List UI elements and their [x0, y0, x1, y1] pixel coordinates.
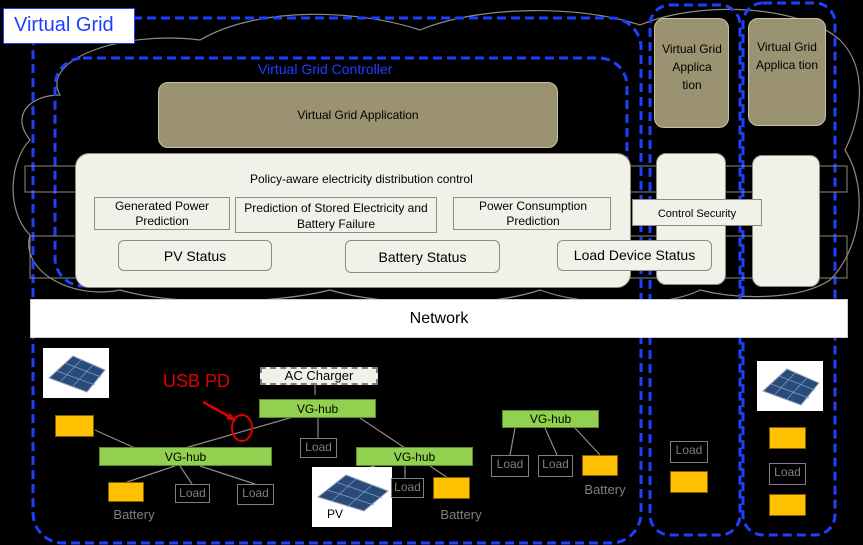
- vg-hub-top-label: VG-hub: [296, 402, 339, 416]
- pv-connector-right: [769, 427, 806, 449]
- side-panel-2: [752, 155, 820, 287]
- ac-charger-box: AC Charger: [260, 367, 378, 385]
- load-device-status-label: Load Device Status: [573, 247, 696, 263]
- vg-hub-left-label: VG-hub: [164, 450, 207, 464]
- usb-pd-label: USB PD: [163, 371, 231, 391]
- vg-hub-left: VG-hub: [99, 447, 272, 466]
- network-bar: Network: [30, 299, 848, 338]
- prediction-box-stored: Prediction of Stored Electricity and Bat…: [235, 197, 437, 233]
- load-left-2: Load: [237, 484, 274, 505]
- side-grid-boundary-2: [741, 1, 837, 537]
- pv-panel-left: [43, 348, 109, 398]
- title-text: Virtual Grid: [14, 14, 114, 36]
- pv-label: PV: [326, 507, 343, 521]
- side-app-box-2: Virtual Grid Applica tion: [748, 18, 826, 126]
- vg-application-box: Virtual Grid Application: [158, 82, 558, 148]
- pv-connector-left: [55, 415, 94, 437]
- battery-right: [582, 455, 618, 476]
- load-right-1: Load: [491, 455, 529, 477]
- solar-panel-icon: [762, 368, 820, 406]
- load-left-1: Load: [175, 484, 210, 503]
- vg-hub-right: VG-hub: [502, 410, 599, 428]
- pv-status-box: PV Status: [118, 240, 272, 271]
- load-device-side-1: [670, 471, 708, 493]
- controller-label: Virtual Grid Controller: [258, 61, 393, 77]
- battery-label-right: Battery: [584, 482, 626, 497]
- pv-status-label: PV Status: [163, 248, 227, 264]
- load-device-status-box: Load Device Status: [557, 240, 712, 271]
- battery-status-label: Battery Status: [378, 249, 467, 265]
- load-side-2: Load: [769, 463, 806, 485]
- vg-hub-middle-label: VG-hub: [393, 450, 436, 464]
- usb-pd-marker: [231, 414, 253, 442]
- battery-label-middle: Battery: [440, 507, 482, 522]
- virtual-grid-boundary: [31, 16, 643, 545]
- battery-label-left: Battery: [113, 507, 155, 522]
- policy-control-label: Policy-aware electricity distribution co…: [250, 172, 473, 186]
- battery-left: [108, 482, 144, 502]
- load-right-2: Load: [538, 455, 573, 477]
- control-security-box: Control Security: [632, 199, 762, 226]
- prediction-box-consumption: Power Consumption Prediction: [453, 197, 611, 230]
- prediction-label-generated: Generated Power Prediction: [114, 199, 210, 228]
- cloud-outline: [12, 8, 860, 304]
- prediction-label-stored: Prediction of Stored Electricity and Bat…: [244, 201, 428, 231]
- vg-hub-top: VG-hub: [259, 399, 376, 418]
- battery-status-box: Battery Status: [345, 240, 500, 273]
- solar-panel-icon: [48, 355, 106, 393]
- ac-charger-label: AC Charger: [284, 368, 354, 383]
- pv-panel-middle: PV: [312, 467, 392, 527]
- vg-hub-right-label: VG-hub: [529, 412, 572, 426]
- network-label: Network: [409, 310, 469, 327]
- side-app-label-2: Virtual Grid Applica tion: [755, 40, 819, 72]
- prediction-label-consumption: Power Consumption Prediction: [478, 199, 588, 228]
- pv-panel-right: [757, 361, 823, 411]
- side-app-label-1: Virtual Grid Applica tion: [662, 42, 722, 92]
- load-top: Load: [300, 438, 337, 458]
- load-device-side-2: [769, 494, 806, 516]
- side-app-box-1: Virtual Grid Applica tion: [654, 18, 729, 128]
- solar-panel-icon: [316, 474, 389, 512]
- battery-middle: [433, 477, 470, 499]
- load-side-1: Load: [670, 441, 708, 463]
- vg-hub-middle: VG-hub: [356, 447, 473, 466]
- vg-application-label: Virtual Grid Application: [297, 108, 419, 122]
- control-security-label: Control Security: [657, 208, 737, 220]
- prediction-box-generated: Generated Power Prediction: [94, 197, 230, 230]
- title-box: Virtual Grid: [3, 8, 135, 44]
- load-middle: Load: [391, 478, 424, 498]
